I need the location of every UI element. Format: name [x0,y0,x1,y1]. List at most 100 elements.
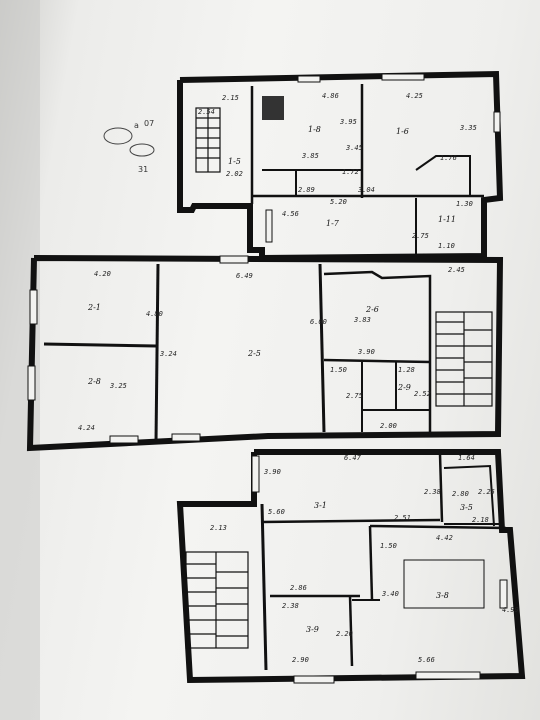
block-2-labels: 4.20 4.80 6.49 3.24 6.00 3.83 3.90 2.45 … [78,266,465,432]
window [499,579,508,609]
dimension-label: 4.80 [146,310,163,318]
block-3-labels: 6.47 1.64 3.90 2.38 2.80 2.25 2.18 2.51 … [210,454,519,664]
dimension-label: 6.47 [344,454,362,462]
wall [318,263,326,433]
dimension-label: 2.52 [414,390,431,398]
dimension-label: 3.45 [345,144,363,152]
dimension-label: 3-1 [314,501,327,510]
wall [323,358,431,364]
stair-2 [435,311,493,407]
dimension-label: 3.04 [357,186,375,194]
dimension-label: 1.50 [380,542,397,550]
dimension-label: 1.30 [456,200,473,208]
dimension-label: 2.45 [448,266,465,274]
window [293,675,335,684]
dimension-label: 1-5 [228,157,241,166]
dimension-label: 2.86 [290,584,307,592]
stair-1 [195,107,221,173]
dimension-label: 1.10 [438,242,455,250]
dimension-label: 31 [138,165,148,174]
dimension-label: 3-5 [460,503,473,512]
dimension-label: 5.60 [268,508,285,516]
window [109,435,139,444]
wall [438,453,444,523]
dimension-label: 2-9 [397,383,411,392]
dimension-label: 2.18 [472,516,489,524]
window [381,73,425,81]
wall [368,525,374,601]
dimension-label: 1.64 [458,454,475,462]
window [171,433,201,442]
stair-3 [185,551,249,649]
window [415,671,481,680]
block-3-outer-wall [176,449,526,684]
wall [348,595,354,667]
dimension-label: 2-8 [87,377,101,386]
dimension-label: 4.56 [282,210,299,218]
dimension-label: 4.42 [436,534,453,542]
dimension-label: 2-6 [365,305,379,314]
dimension-label: 3.90 [263,468,281,476]
scribble [103,127,133,145]
wall [443,464,495,527]
window [219,255,249,264]
block-2-outer-wall [26,255,504,452]
block-3 [176,449,526,684]
dimension-label: 2.02 [226,170,243,178]
window [27,365,36,401]
dimension-label: 2.75 [346,392,363,400]
dimension-label: 1.72 [342,168,359,176]
wall [43,342,157,348]
dimension-label: 2.89 [298,186,315,194]
dimension-label: 2.54 [198,108,215,116]
wall [261,518,441,524]
dimension-label: 3.24 [159,350,177,358]
dimension-label: 3.90 [357,348,375,356]
dimension-label: 2.38 [282,602,299,610]
dimension-label: 2.75 [412,232,429,240]
dimension-label: 2.25 [478,488,495,496]
dimension-label: 2.15 [222,94,239,102]
wall [260,503,268,671]
dimension-label: 3.25 [109,382,127,390]
dimension-label: 5.20 [330,198,347,206]
window [297,75,321,83]
dimension-label: 4.99 [502,606,519,614]
dimension-label: 1.76 [440,154,457,162]
dimension-label: 3.95 [339,118,357,126]
block-1 [177,70,504,262]
dimension-label: 2.51 [394,514,411,522]
dimension-label: 2-1 [87,303,101,312]
dimension-label: 4.24 [78,424,95,432]
dimension-label: 6.00 [310,318,327,326]
dimension-label: 2.80 [452,490,469,498]
block-1-labels: 2.15 2.54 2.02 4.86 3.95 3.85 3.45 1.72 … [198,92,477,250]
display-panel [403,559,485,609]
dimension-label: a [134,121,139,130]
block-2 [26,255,504,452]
dimension-label: 2.00 [380,422,397,430]
dimension-label: 2.38 [424,488,441,496]
dimension-label: 3.35 [459,124,477,132]
dimension-label: 1-8 [308,125,321,134]
margin-notes: a 07 31 [103,119,155,174]
wall [415,155,471,196]
window [251,455,260,493]
dimension-label: 4.25 [406,92,423,100]
dimension-label: 3.85 [301,152,319,160]
wall [154,263,160,443]
dimension-label: 1-11 [438,215,456,224]
dimension-label: 2.20 [336,630,353,638]
scribble [129,143,155,157]
dimension-label: 3.40 [381,590,399,598]
dimension-label: 1.50 [330,366,347,374]
dimension-label: 1-6 [396,127,409,136]
dimension-label: 3-8 [436,591,449,600]
window [265,209,273,243]
window [29,289,38,325]
wall [323,270,432,434]
dimension-label: 1-7 [326,219,340,228]
fixture [262,96,284,120]
dimension-label: 2.90 [292,656,309,664]
dimension-label: 6.49 [236,272,253,280]
